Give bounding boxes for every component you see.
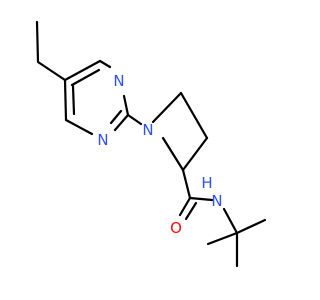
bond-pyrrolidine-c4-n bbox=[161, 136, 185, 172]
atom-n-pyrrolidine: N bbox=[142, 121, 153, 139]
atom-o-carbonyl: O bbox=[170, 219, 182, 237]
bond-pyrrolidine-n-c2 bbox=[151, 91, 183, 124]
bond-ring-c5-c6 bbox=[63, 59, 102, 82]
bond-ring-n3-c4 bbox=[64, 118, 94, 136]
bond-tbutyl-ch3-a bbox=[235, 218, 267, 235]
bond-ethyl-ch3-ch2 bbox=[35, 20, 40, 64]
bond-ring-c5-c6-double bbox=[70, 68, 101, 87]
atom-h-amide: H bbox=[201, 174, 212, 192]
bond-carbonyl-o bbox=[178, 196, 192, 217]
bond-c3-carbonyl bbox=[181, 168, 192, 200]
atom-n-pyrimidine-b: N bbox=[97, 131, 108, 149]
bond-c2-n-pyrrolidine bbox=[126, 113, 143, 126]
bond-ring-c6-n1 bbox=[98, 59, 112, 69]
atom-n-amide: N bbox=[211, 192, 222, 210]
atom-n-pyrimidine-a: N bbox=[113, 72, 124, 90]
bond-ring-c2-n3 bbox=[113, 113, 130, 132]
bond-ethyl-ch2-ring bbox=[36, 60, 67, 82]
bond-n-tbutyl bbox=[222, 207, 239, 235]
bond-pyrrolidine-c2-c3 bbox=[179, 91, 209, 140]
bond-ring-c2-n3-double bbox=[109, 109, 123, 125]
bond-carbonyl-n bbox=[188, 196, 214, 202]
bond-pyrrolidine-c3-c4 bbox=[181, 136, 209, 172]
bond-carbonyl-o-double bbox=[184, 201, 198, 221]
bond-ring-c4-c5-double bbox=[71, 84, 76, 116]
bond-ring-c4-c5 bbox=[63, 78, 68, 122]
bond-tbutyl-ch3-c bbox=[206, 231, 239, 246]
molecule-structure-diagram: N N N O N H bbox=[35, 20, 267, 268]
bond-ring-n1-c2 bbox=[122, 94, 130, 117]
